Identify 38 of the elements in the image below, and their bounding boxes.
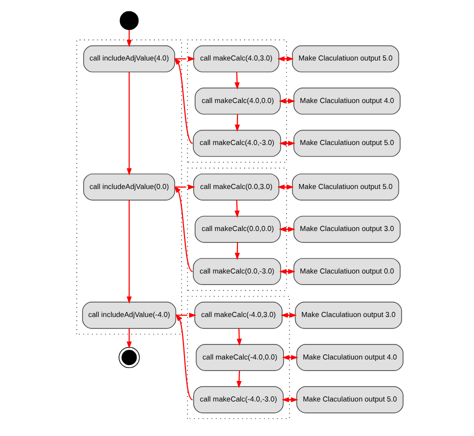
node-box: call makeCalc(-4.0,3.0) <box>194 302 283 329</box>
arrow <box>234 114 240 132</box>
arrow <box>234 72 240 90</box>
node-box: call makeCalc(0.0,3.0) <box>193 174 280 201</box>
node-box: Make Claculatiuon output 4.0 <box>296 344 404 371</box>
arrow <box>174 58 193 144</box>
node-box: Make Claculatiuon output 3.0 <box>293 216 401 243</box>
node-box: Make Claculatiuon output 0.0 <box>293 258 401 286</box>
node-box: call makeCalc(4.0,-3.0) <box>192 130 282 157</box>
node-box: call includeAdjValue(4.0) <box>83 45 176 72</box>
node-box: call makeCalc(4.0,3.0) <box>193 45 280 72</box>
node-box: Make Claculatiuon output 5.0 <box>293 130 401 157</box>
arrow <box>126 328 132 349</box>
node-bullseye <box>118 346 140 368</box>
arrow <box>126 72 132 176</box>
arrow <box>174 184 196 190</box>
arrow <box>126 200 132 304</box>
node-box: Make Claculatiuon output 5.0 <box>292 174 400 201</box>
node-box: Make Claculatiuon output 4.0 <box>293 88 401 115</box>
arrow <box>176 312 196 318</box>
node-box: Make Claculatiuon output 5.0 <box>292 45 400 72</box>
node-box: Make Claculatiuon output 3.0 <box>294 302 402 329</box>
arrow <box>234 200 240 218</box>
node-box: call makeCalc(0.0,0.0) <box>194 216 281 243</box>
node-box: call makeCalc(0.0,-3.0) <box>192 258 282 286</box>
arrow <box>236 328 242 346</box>
arrow <box>234 242 240 260</box>
arrow <box>126 30 132 48</box>
arrow <box>176 314 193 400</box>
node-circle <box>120 11 139 30</box>
node-box: call makeCalc(-4.0,-3.0) <box>193 386 284 414</box>
node-box: call makeCalc(-4.0,0.0) <box>196 344 284 371</box>
node-box: call includeAdjValue(0.0) <box>83 174 176 201</box>
node-box: call makeCalc(4.0,0.0) <box>194 88 281 115</box>
node-box: Make Claculatiuon output 5.0 <box>296 386 404 414</box>
node-box: call includeAdjValue(-4.0) <box>82 302 176 329</box>
arrow <box>236 370 242 388</box>
arrow <box>174 56 196 62</box>
